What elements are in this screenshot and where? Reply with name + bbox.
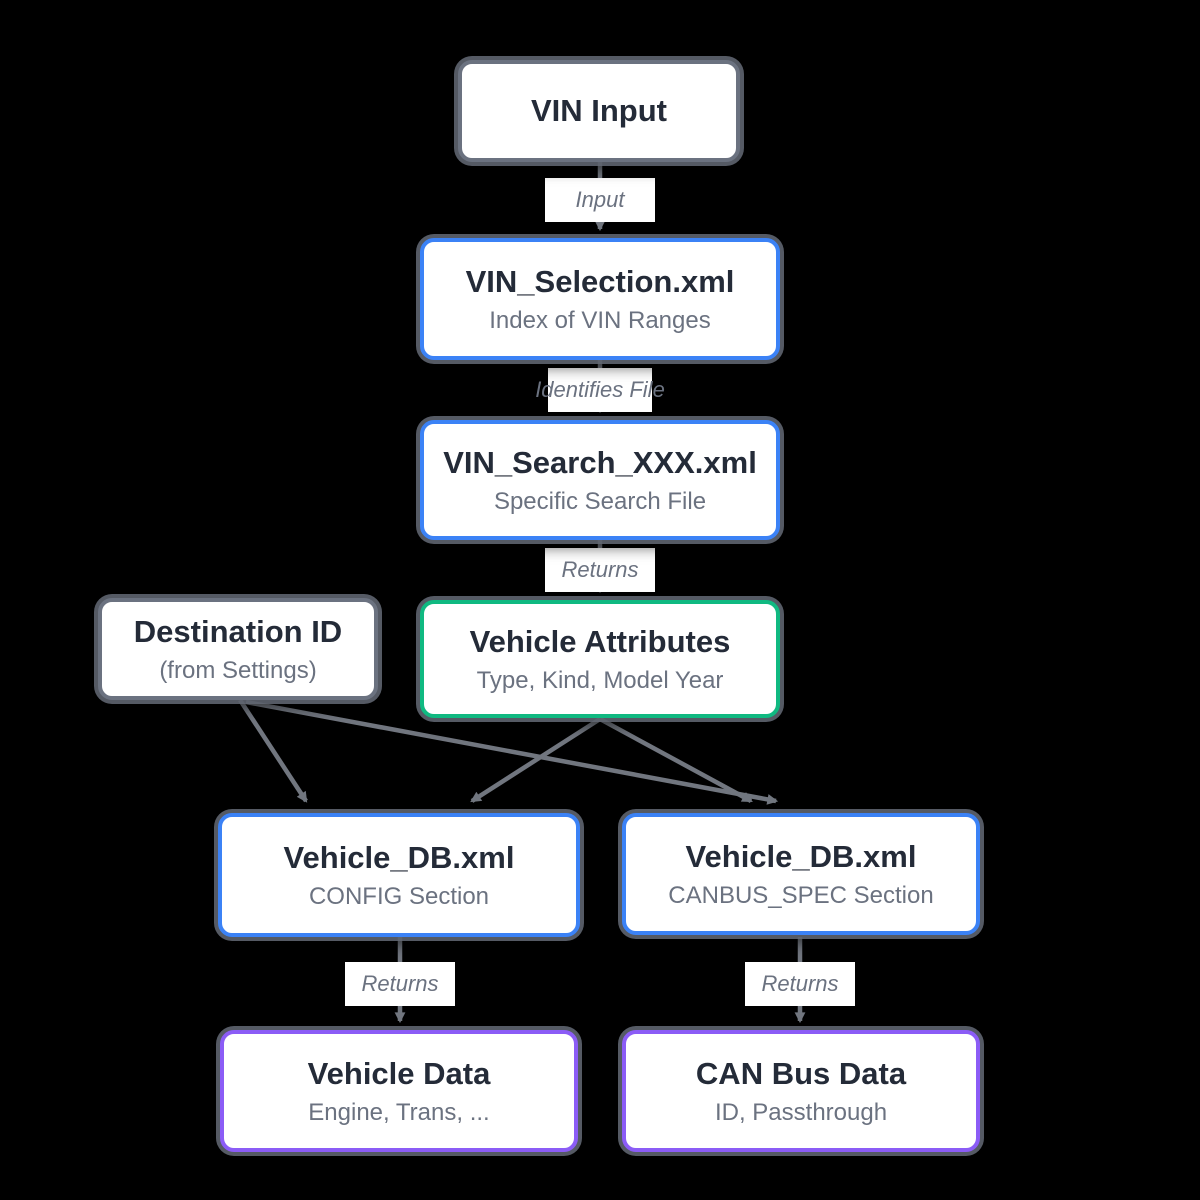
node-vin-search-subtitle: Specific Search File [493,487,707,515]
edge-destination-id-to-db-config [238,698,308,803]
edge-destination-id-to-db-canbus [245,699,779,805]
node-can-bus-data-subtitle: ID, Passthrough [714,1098,888,1126]
node-vehicle-attributes-title: Vehicle Attributes [469,623,731,659]
node-vehicle-db-config: Vehicle_DB.xml CONFIG Section [218,813,580,937]
node-vehicle-attributes: Vehicle Attributes Type, Kind, Model Yea… [420,600,780,718]
node-vehicle-data-title: Vehicle Data [307,1055,491,1091]
edge-label-returns-config-text: Returns [361,971,439,996]
node-vehicle-db-config-subtitle: CONFIG Section [308,882,490,910]
edge-label-returns-canbus: Returns [745,962,855,1006]
edge-label-returns-search-text: Returns [561,557,639,582]
edge-label-identifies-file-text: Identifies File [535,377,665,402]
node-vin-selection-title: VIN_Selection.xml [465,263,735,299]
edge-label-returns-search: Returns [545,548,655,592]
node-vin-selection: VIN_Selection.xml Index of VIN Ranges [420,238,780,360]
node-vehicle-db-canbus: Vehicle_DB.xml CANBUS_SPEC Section [622,813,980,935]
edge-label-identifies-file: Identifies File [535,368,665,412]
node-destination-id-title: Destination ID [133,613,343,649]
edge-label-returns-canbus-text: Returns [761,971,839,996]
node-vin-search-title: VIN_Search_XXX.xml [443,444,757,480]
node-vin-input: VIN Input [458,60,740,162]
node-vin-search: VIN_Search_XXX.xml Specific Search File [420,420,780,540]
edge-vehicle-attributes-to-db-canbus [598,717,753,803]
node-vehicle-data: Vehicle Data Engine, Trans, ... [220,1030,578,1152]
edge-vehicle-attributes-to-db-config [470,717,602,803]
node-can-bus-data: CAN Bus Data ID, Passthrough [622,1030,980,1152]
edge-label-input-text: Input [575,187,625,212]
node-vehicle-db-config-title: Vehicle_DB.xml [283,839,515,875]
node-vehicle-attributes-subtitle: Type, Kind, Model Year [476,666,724,694]
node-vin-input-title: VIN Input [530,93,668,129]
node-vehicle-data-subtitle: Engine, Trans, ... [308,1098,490,1126]
edge-label-input: Input [545,178,655,222]
node-destination-id-subtitle: (from Settings) [159,656,317,684]
node-vehicle-db-canbus-title: Vehicle_DB.xml [685,838,917,874]
node-can-bus-data-title: CAN Bus Data [695,1055,907,1091]
edge-label-returns-config: Returns [345,962,455,1006]
node-vin-selection-subtitle: Index of VIN Ranges [489,306,711,334]
node-destination-id: Destination ID (from Settings) [98,598,378,700]
node-vehicle-db-canbus-subtitle: CANBUS_SPEC Section [668,881,934,909]
